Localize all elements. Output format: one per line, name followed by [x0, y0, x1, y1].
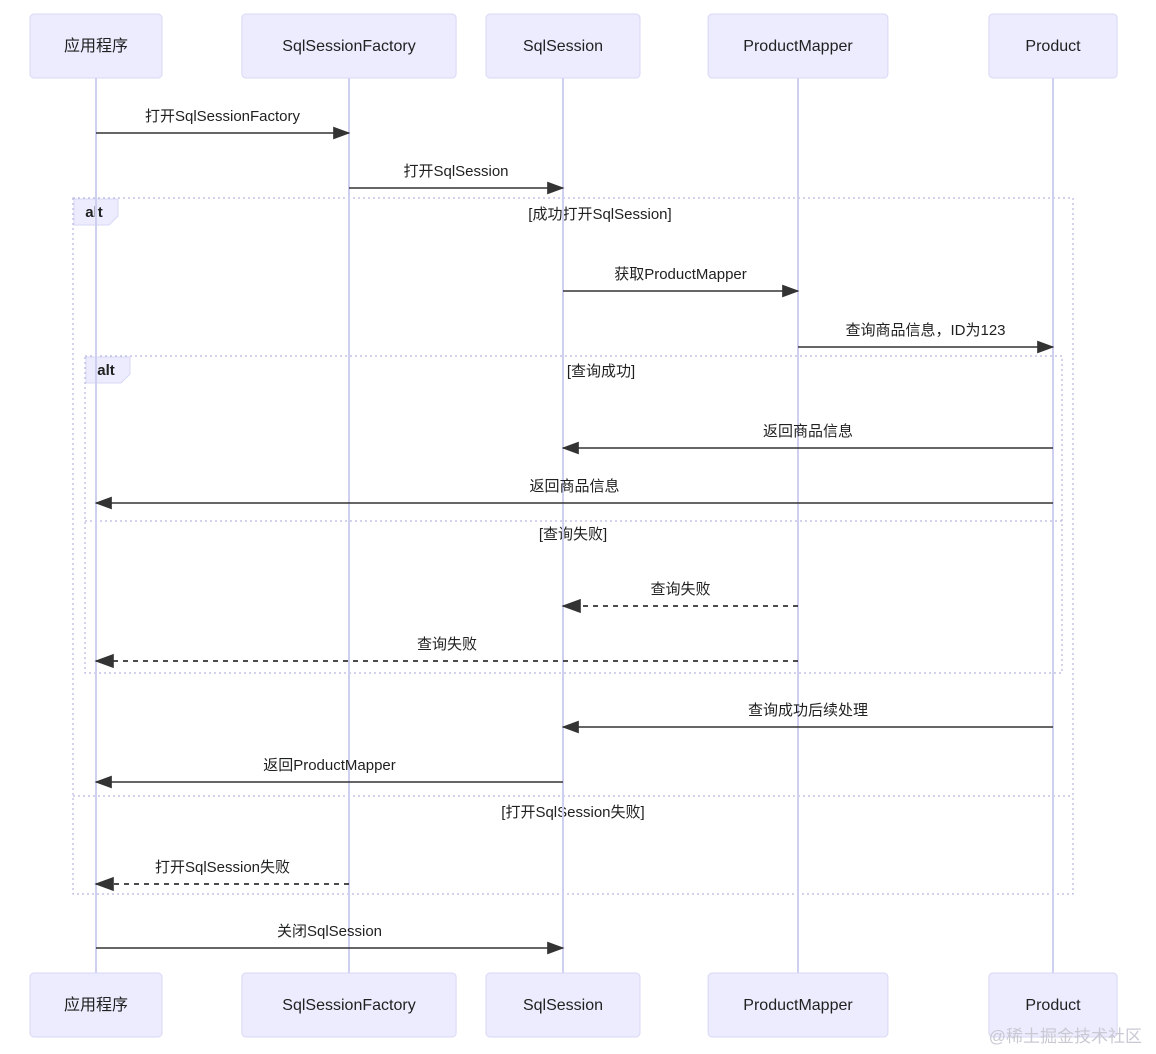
message-m12[interactable]: 关闭SqlSession [96, 923, 565, 955]
participant-box [707, 972, 889, 1038]
participant-box [485, 972, 641, 1038]
participant-session-top[interactable]: SqlSession [485, 13, 641, 79]
participant-app-top[interactable]: 应用程序 [29, 13, 163, 79]
message-label: 查询商品信息，ID为123 [845, 322, 1005, 339]
message-label: 关闭SqlSession [277, 923, 382, 940]
alt-fragments-layer: alt [成功打开SqlSession] [打开SqlSession失败] alt [查… [72, 197, 1074, 895]
alt-frame-border [84, 355, 1063, 674]
message-m5[interactable]: 返回商品信息 [561, 423, 1053, 455]
participant-label: SqlSessionFactory [282, 997, 415, 1014]
alt-tag-label: alt [97, 362, 115, 379]
message-m7[interactable]: 查询失败 [561, 581, 798, 614]
participant-box [241, 13, 457, 79]
message-label: 打开SqlSession [403, 163, 508, 180]
alt-frame-border [72, 197, 1074, 895]
participant-factory-top[interactable]: SqlSessionFactory [241, 13, 457, 79]
message-m6[interactable]: 返回商品信息 [94, 478, 1053, 510]
message-m1[interactable]: 打开SqlSessionFactory [96, 108, 351, 140]
participant-label: SqlSession [523, 38, 603, 55]
participant-app-bottom[interactable]: 应用程序 [29, 972, 163, 1038]
participant-box [988, 13, 1118, 79]
participant-label: ProductMapper [743, 997, 853, 1014]
participant-box [485, 13, 641, 79]
alt-condition-label: [查询失败] [539, 526, 607, 543]
participant-factory-bottom[interactable]: SqlSessionFactory [241, 972, 457, 1038]
participant-box [29, 972, 163, 1038]
message-m4[interactable]: 查询商品信息，ID为123 [798, 322, 1055, 354]
participant-box [988, 972, 1118, 1038]
message-m9[interactable]: 查询成功后续处理 [561, 702, 1053, 734]
message-label: 查询失败 [650, 581, 710, 598]
message-m3[interactable]: 获取ProductMapper [563, 266, 800, 298]
message-label: 查询失败 [417, 636, 477, 653]
alt-fragment-alt-outer: alt [成功打开SqlSession] [打开SqlSession失败] [72, 197, 1074, 895]
participant-mapper-top[interactable]: ProductMapper [707, 13, 889, 79]
message-m10[interactable]: 返回ProductMapper [94, 757, 563, 789]
watermark-label: @稀土掘金技术社区 [989, 1027, 1142, 1046]
participant-mapper-bottom[interactable]: ProductMapper [707, 972, 889, 1038]
alt-condition-label: [成功打开SqlSession] [528, 206, 671, 223]
participant-box [29, 13, 163, 79]
participant-label: SqlSession [523, 997, 603, 1014]
message-m8[interactable]: 查询失败 [94, 636, 798, 669]
message-label: 返回ProductMapper [263, 757, 396, 774]
participant-label: Product [1025, 997, 1081, 1014]
lifelines-layer [95, 78, 1054, 973]
message-m2[interactable]: 打开SqlSession [349, 163, 565, 195]
alt-tag-label: alt [85, 204, 103, 221]
message-label: 返回商品信息 [529, 478, 619, 495]
messages-layer: 打开SqlSessionFactory 打开SqlSession 获取Product… [94, 108, 1055, 955]
participant-label: ProductMapper [743, 38, 853, 55]
participant-session-bottom[interactable]: SqlSession [485, 972, 641, 1038]
participants-bottom-layer: 应用程序 SqlSessionFactory SqlSession ProductMa… [29, 972, 1118, 1038]
alt-condition-label: [打开SqlSession失败] [501, 804, 644, 821]
participant-product-top[interactable]: Product [988, 13, 1118, 79]
alt-condition-label: [查询成功] [567, 363, 635, 380]
participants-top-layer: 应用程序 SqlSessionFactory SqlSession ProductMa… [29, 13, 1118, 79]
message-label: 打开SqlSessionFactory [145, 108, 301, 125]
participant-label: 应用程序 [64, 995, 128, 1014]
message-label: 打开SqlSession失败 [155, 859, 290, 876]
participant-label: 应用程序 [64, 36, 128, 55]
participant-product-bottom[interactable]: Product [988, 972, 1118, 1038]
message-label: 获取ProductMapper [614, 266, 747, 283]
participant-label: Product [1025, 38, 1081, 55]
participant-box [707, 13, 889, 79]
message-m11[interactable]: 打开SqlSession失败 [94, 859, 349, 892]
message-label: 查询成功后续处理 [748, 702, 868, 719]
message-label: 返回商品信息 [763, 423, 853, 440]
participant-label: SqlSessionFactory [282, 38, 415, 55]
participant-box [241, 972, 457, 1038]
alt-fragment-alt-inner: alt [查询成功] [查询失败] [84, 355, 1063, 674]
